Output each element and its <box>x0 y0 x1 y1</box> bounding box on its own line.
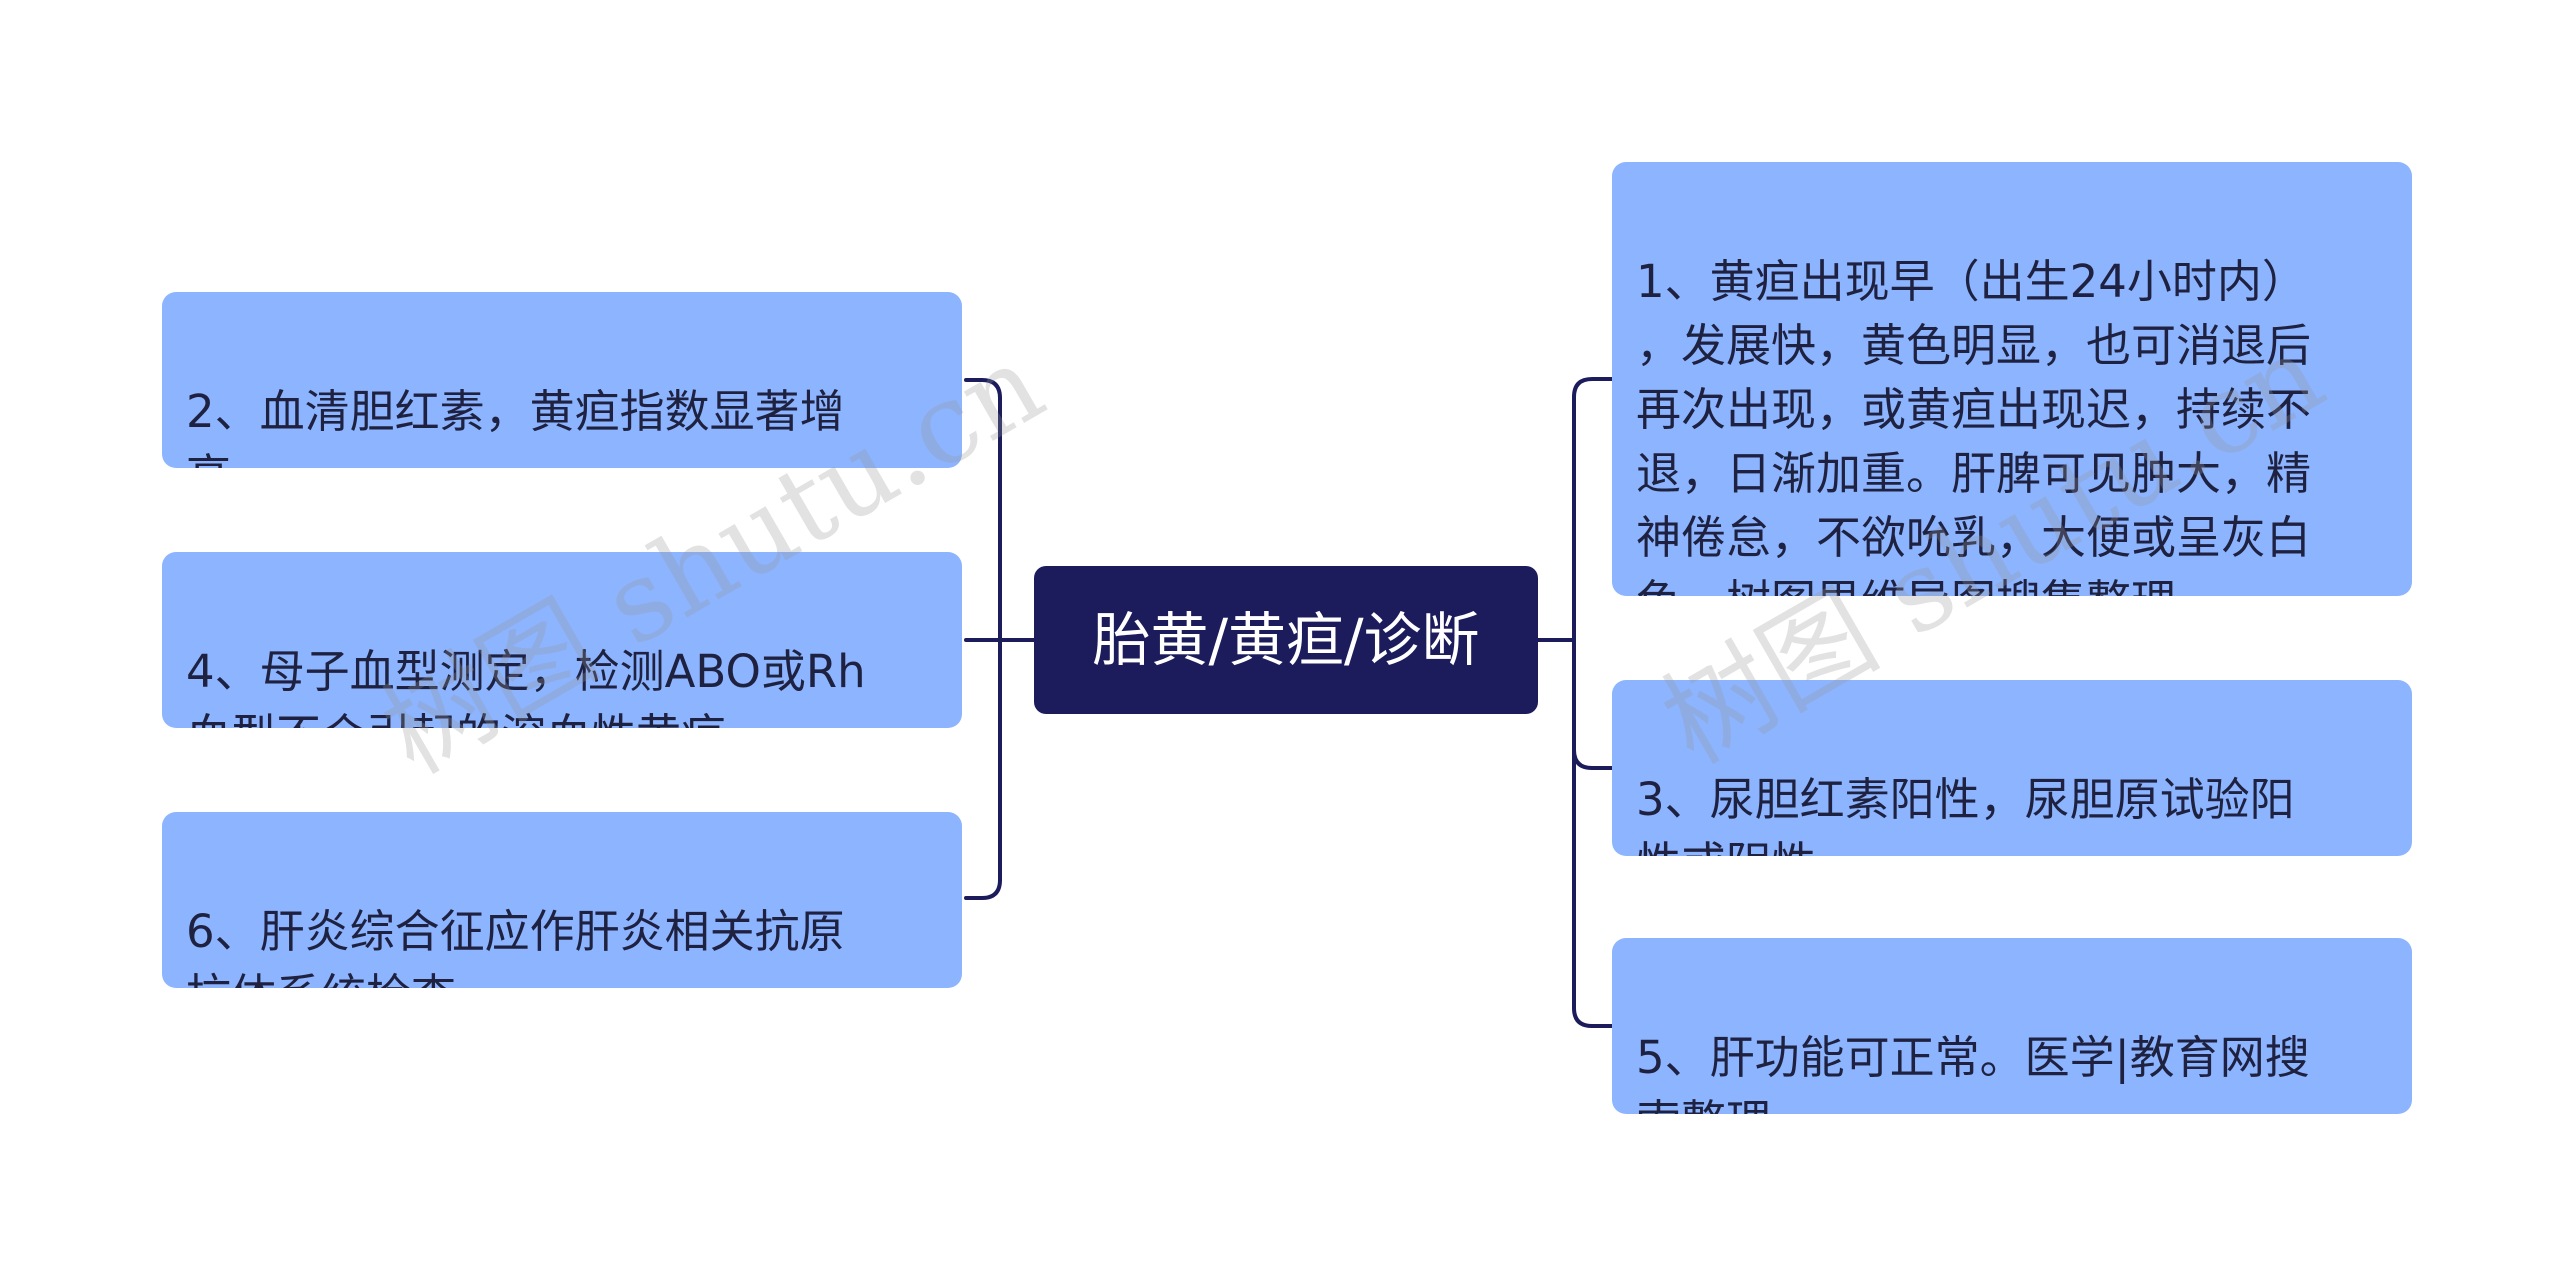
connector-left-bottom <box>964 878 1002 900</box>
left-node-1-text: 2、血清胆红素，黄疸指数显著增 高。 <box>186 385 845 468</box>
right-node-2-text: 3、尿胆红素阳性，尿胆原试验阳 性或阴性。 <box>1636 773 2295 856</box>
left-node-2-text: 4、母子血型测定，检测ABO或Rh 血型不合引起的溶血性黄疸。 <box>186 645 866 728</box>
connector-right-middle <box>1572 748 1614 770</box>
connector-left-top <box>964 378 1002 400</box>
right-node-3[interactable]: 5、肝功能可正常。医学|教育网搜 索整理 <box>1612 938 2412 1114</box>
right-node-2[interactable]: 3、尿胆红素阳性，尿胆原试验阳 性或阴性。 <box>1612 680 2412 856</box>
left-node-2[interactable]: 4、母子血型测定，检测ABO或Rh 血型不合引起的溶血性黄疸。 <box>162 552 962 728</box>
connector-right-bottom <box>1572 1006 1614 1028</box>
left-node-1[interactable]: 2、血清胆红素，黄疸指数显著增 高。 <box>162 292 962 468</box>
left-node-3[interactable]: 6、肝炎综合征应作肝炎相关抗原 抗体系统检查。 <box>162 812 962 988</box>
central-topic[interactable]: 胎黄/黄疸/诊断 <box>1034 566 1538 714</box>
central-topic-label: 胎黄/黄疸/诊断 <box>1092 606 1480 674</box>
right-node-1[interactable]: 1、黄疸出现早（出生24小时内） ，发展快，黄色明显，也可消退后 再次出现，或黄… <box>1612 162 2412 596</box>
right-node-3-text: 5、肝功能可正常。医学|教育网搜 索整理 <box>1636 1031 2310 1114</box>
right-node-1-text: 1、黄疸出现早（出生24小时内） ，发展快，黄色明显，也可消退后 再次出现，或黄… <box>1636 255 2312 596</box>
connector-right-top <box>1572 377 1614 399</box>
left-node-3-text: 6、肝炎综合征应作肝炎相关抗原 抗体系统检查。 <box>186 905 845 988</box>
